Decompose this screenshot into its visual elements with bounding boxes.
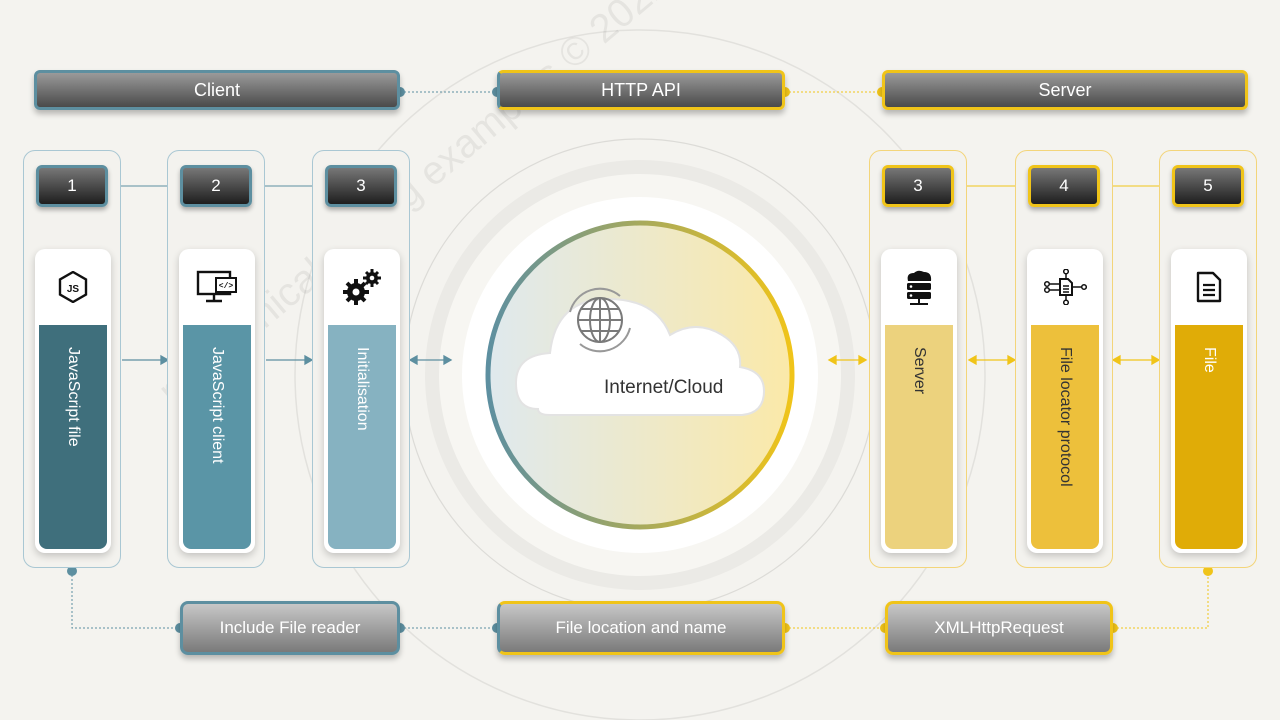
arrow-3-cloud-right <box>443 354 453 366</box>
server-header: Server <box>882 70 1248 110</box>
card-panel: Initialisation <box>324 249 400 553</box>
card-strip: JavaScript client <box>183 325 251 549</box>
card-panel: File <box>1171 249 1247 553</box>
card-strip: File locator protocol <box>1031 325 1099 549</box>
client-header: Client <box>34 70 400 110</box>
card-panel: File locator protocol <box>1027 249 1103 553</box>
card6-dot <box>1203 566 1213 576</box>
arrow-4-5-left <box>967 354 977 366</box>
step-number-3-server: 3 <box>882 165 954 207</box>
card-server: Server <box>869 150 967 568</box>
card-label: Initialisation <box>354 347 371 431</box>
outer-ring <box>294 29 986 720</box>
include-file-reader-box: Include File reader <box>180 601 400 655</box>
file-location-box: File location and name <box>497 601 785 655</box>
card-strip: JavaScript file <box>39 325 107 549</box>
cloud-shape <box>514 297 766 416</box>
arrow-cloud-server-right <box>858 354 868 366</box>
step-number-4: 4 <box>1028 165 1100 207</box>
arrow-5-6-right <box>1151 354 1161 366</box>
arrow-5-6-left <box>1111 354 1121 366</box>
card-label: JavaScript file <box>65 347 82 447</box>
nodejs-icon: JS <box>35 249 111 325</box>
card-panel: </> JavaScript client <box>179 249 255 553</box>
step-number-3-client: 3 <box>325 165 397 207</box>
card-panel: Server <box>881 249 957 553</box>
arrow-3-cloud-left <box>408 354 418 366</box>
card-label: File locator protocol <box>1057 347 1074 487</box>
xmlhttprequest-box: XMLHttpRequest <box>885 601 1113 655</box>
monitor-code-icon: </> <box>179 249 255 325</box>
card-strip: Server <box>885 325 953 549</box>
arrow-1-2-head <box>160 354 170 366</box>
gears-icon <box>324 249 400 325</box>
card-javascript-file: JS JavaScript file <box>23 150 121 568</box>
card-label: File <box>1201 347 1218 373</box>
step-number-5: 5 <box>1172 165 1244 207</box>
card-strip: File <box>1175 325 1243 549</box>
cloud-label: Internet/Cloud <box>604 377 724 398</box>
cloud-server-icon <box>881 249 957 325</box>
svg-text:</>: </> <box>219 282 234 291</box>
card-label: Server <box>911 347 928 395</box>
card-javascript-client: </> JavaScript client <box>167 150 265 568</box>
xhr-to-file <box>1113 571 1209 629</box>
file-network-icon <box>1027 249 1103 325</box>
card-panel: JS JavaScript file <box>35 249 111 553</box>
cloud-hub <box>462 197 818 553</box>
arrow-2-3-head <box>304 354 314 366</box>
arrow-cloud-server-left <box>827 354 837 366</box>
step-number-1: 1 <box>36 165 108 207</box>
card-file: File <box>1159 150 1257 568</box>
card-initialisation: Initialisation <box>312 150 410 568</box>
step-number-2: 2 <box>180 165 252 207</box>
document-icon <box>1171 249 1247 325</box>
card-strip: Initialisation <box>328 325 396 549</box>
card1-dot <box>67 566 77 576</box>
card-label: JavaScript client <box>209 347 226 464</box>
arrow-4-5-right <box>1007 354 1017 366</box>
card1-to-reader <box>71 571 180 629</box>
http-api-header: HTTP API <box>497 70 785 110</box>
card-file-locator-protocol: File locator protocol <box>1015 150 1113 568</box>
globe-refresh-icon <box>569 287 631 353</box>
svg-text:JS: JS <box>67 284 80 295</box>
